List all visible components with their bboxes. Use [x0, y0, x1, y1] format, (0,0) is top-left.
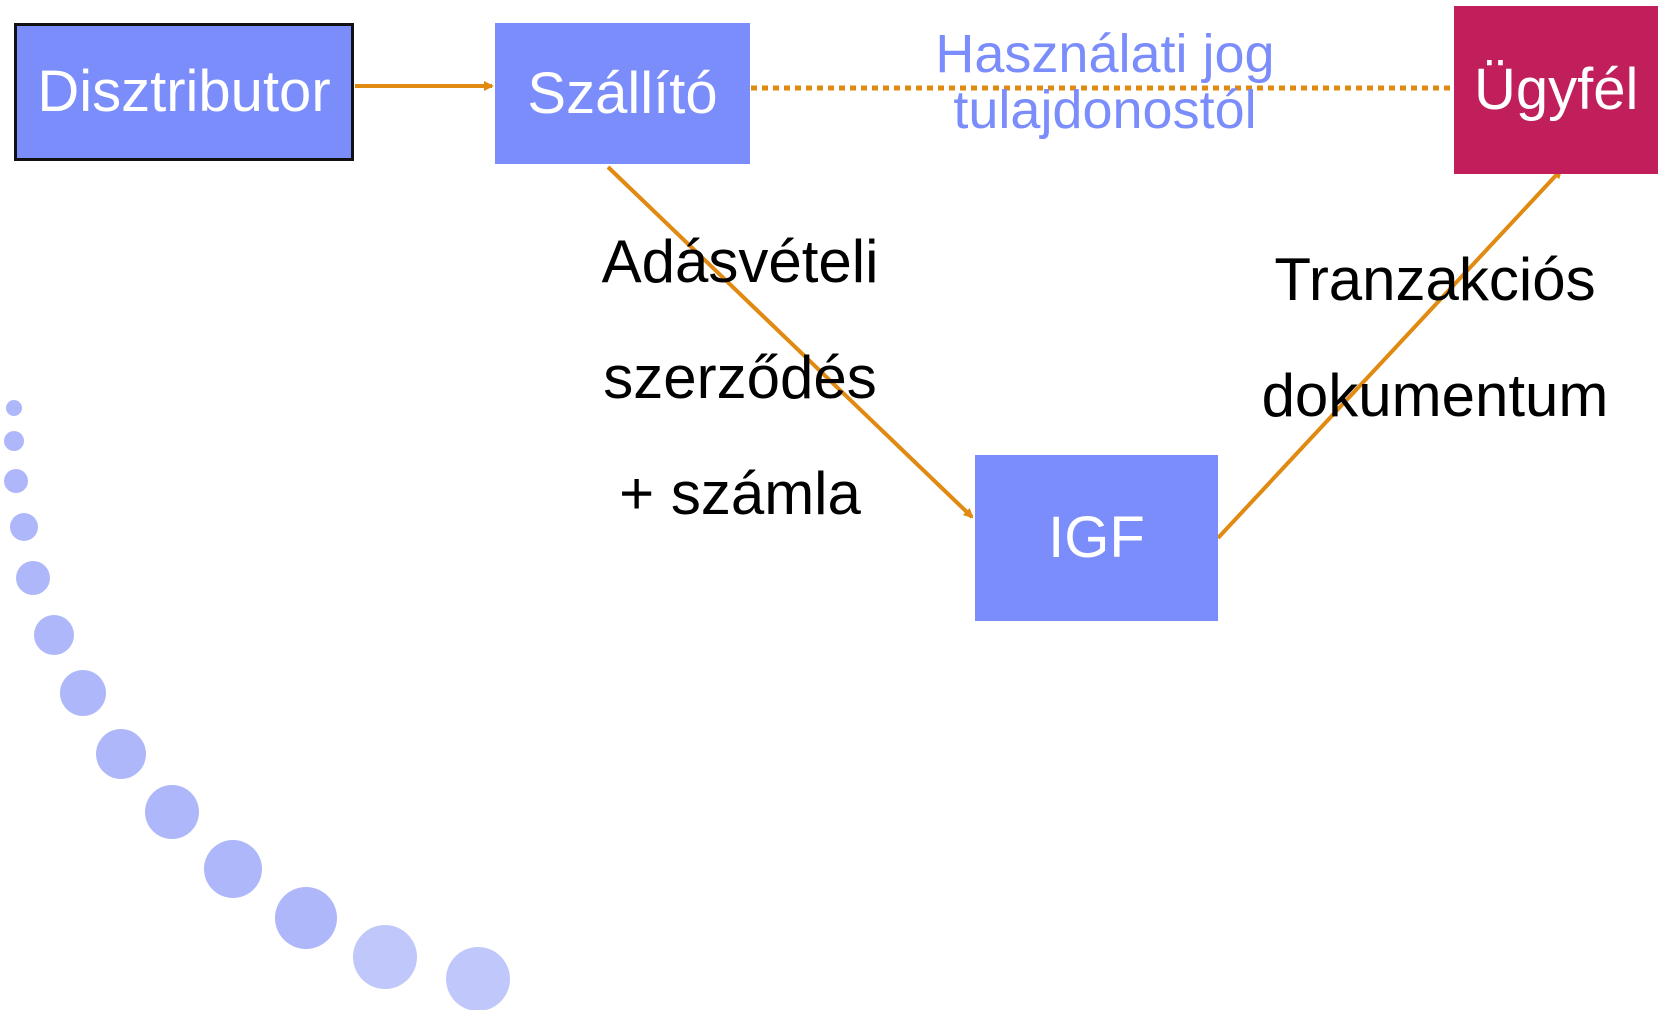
decorative-dot	[145, 785, 199, 839]
decorative-dot	[446, 947, 510, 1010]
ugyfel-box: Ügyfél	[1454, 6, 1658, 174]
sales-contract-line-2: szerződés	[603, 344, 877, 411]
decorative-dot	[204, 840, 262, 898]
transaction-doc-line-2: dokumentum	[1261, 362, 1609, 429]
disztributor-box: Disztributor	[14, 23, 354, 161]
decorative-dot	[60, 670, 106, 716]
transaction-document-label: Tranzakciós dokumentum	[1215, 250, 1655, 482]
igf-label: IGF	[1048, 505, 1145, 570]
decorative-dot	[353, 925, 417, 989]
decorative-dot	[96, 729, 146, 779]
sales-contract-line-3: + számla	[619, 460, 861, 527]
sales-contract-label: Adásvételi szerződés + számla	[560, 232, 920, 580]
arrow-szallito-to-igf	[606, 165, 974, 519]
decorative-dots	[4, 400, 510, 1010]
transaction-doc-line-1: Tranzakciós	[1274, 246, 1596, 313]
sales-contract-line-1: Adásvételi	[601, 228, 879, 295]
disztributor-label: Disztributor	[37, 59, 331, 124]
arrow-igf-to-ugyfel	[1216, 168, 1563, 540]
usage-right-line-2: tulajdonostól	[953, 80, 1257, 140]
igf-box: IGF	[975, 455, 1218, 621]
usage-right-label: Használati jog tulajdonostól	[880, 27, 1330, 139]
decorative-dot	[275, 887, 337, 949]
decorative-dot	[4, 431, 24, 451]
szallito-box: Szállító	[495, 23, 750, 164]
decorative-dot	[4, 469, 28, 493]
usage-right-line-1: Használati jog	[935, 24, 1275, 84]
szallito-label: Szállító	[527, 60, 718, 126]
decorative-dot	[6, 400, 22, 416]
ugyfel-label: Ügyfél	[1474, 57, 1639, 122]
decorative-dot	[10, 513, 38, 541]
decorative-dot	[16, 561, 50, 595]
decorative-dot	[34, 615, 74, 655]
